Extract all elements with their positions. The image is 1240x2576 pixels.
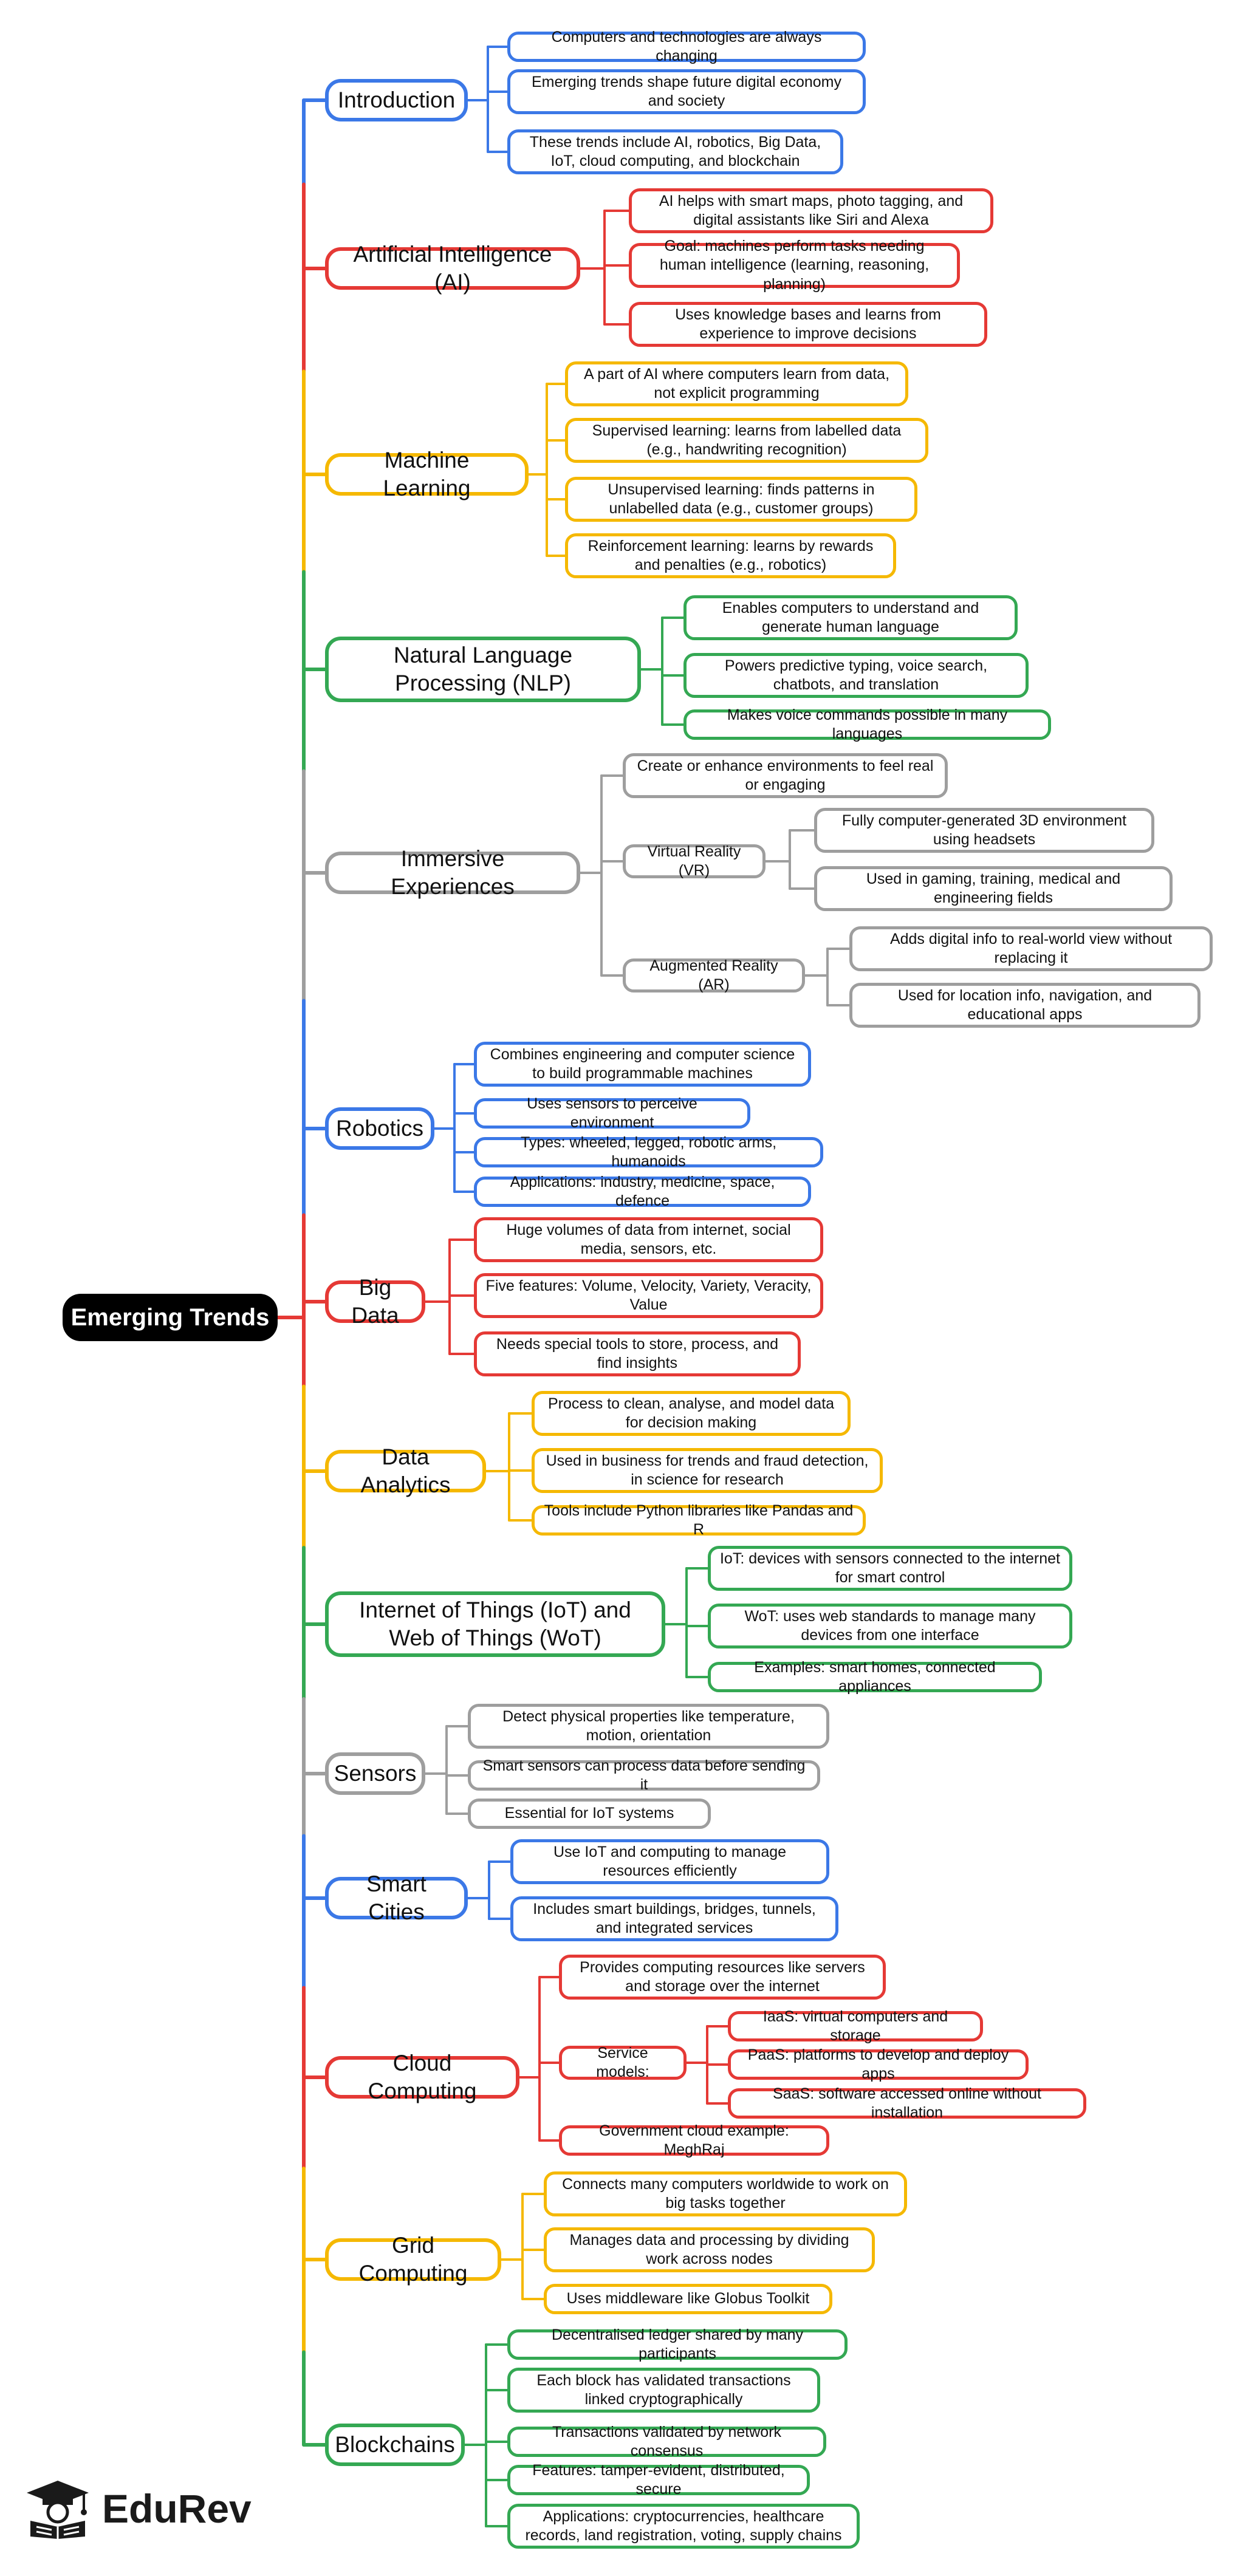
topic-node: Data Analytics <box>325 1444 486 1497</box>
subtopic-node: Emerging trends shape future digital eco… <box>507 69 866 114</box>
topic-node: Artificial Intelligence (AI) <box>325 242 580 295</box>
subtopic-node: Examples: smart homes, connected applian… <box>708 1659 1042 1695</box>
subtopic-node: A part of AI where computers learn from … <box>565 361 908 406</box>
subtopic-node: AI helps with smart maps, photo tagging,… <box>629 188 993 233</box>
topic-node: Cloud Computing <box>325 2051 519 2103</box>
subtopic-node: IoT: devices with sensors connected to t… <box>708 1546 1072 1591</box>
subtopic-node: Manages data and processing by dividing … <box>544 2227 875 2272</box>
root-node: Emerging Trends <box>63 1294 278 1341</box>
topic-node: Big Data <box>325 1275 425 1328</box>
detail-node: Adds digital info to real-world view wit… <box>849 926 1213 971</box>
subtopic-node: Reinforcement learning: learns by reward… <box>565 533 896 578</box>
topic-node: Smart Cities <box>325 1871 468 1924</box>
graduate-reading-icon <box>27 2481 89 2539</box>
subtopic-node: Includes smart buildings, bridges, tunne… <box>510 1896 838 1941</box>
subtopic-node: Smart sensors can process data before se… <box>468 1757 820 1793</box>
subtopic-node: Powers predictive typing, voice search, … <box>683 653 1029 698</box>
subtopic-node: Enables computers to understand and gene… <box>683 595 1018 640</box>
detail-node: Fully computer-generated 3D environment … <box>814 808 1154 853</box>
subtopic-node: Five features: Volume, Velocity, Variety… <box>474 1273 823 1318</box>
subtopic-node: Connects many computers worldwide to wor… <box>544 2171 907 2216</box>
subtopic-node: Computers and technologies are always ch… <box>507 29 866 64</box>
subtopic-node: Unsupervised learning: finds patterns in… <box>565 477 917 522</box>
subtopic-node: Uses knowledge bases and learns from exp… <box>629 302 987 347</box>
topic-node: Robotics <box>325 1107 434 1150</box>
topic-node: Natural Language Processing (NLP) <box>325 637 641 702</box>
topic-node: Grid Computing <box>325 2233 501 2286</box>
subtopic-node: Each block has validated transactions li… <box>507 2368 820 2413</box>
topic-node: Introduction <box>325 79 468 121</box>
edurev-logo: EduRev <box>24 2478 252 2539</box>
subtopic-node: Uses sensors to perceive environment <box>474 1095 750 1131</box>
subtopic-node: Huge volumes of data from internet, soci… <box>474 1217 823 1262</box>
detail-node: SaaS: software accessed online without i… <box>728 2085 1086 2121</box>
subtopic-node: Process to clean, analyse, and model dat… <box>532 1391 851 1436</box>
subtopic-node: Makes voice commands possible in many la… <box>683 706 1051 742</box>
topic-node: Immersive Experiences <box>325 846 580 899</box>
subtopic-node: Types: wheeled, legged, robotic arms, hu… <box>474 1134 823 1170</box>
subtopic-node: Detect physical properties like temperat… <box>468 1704 829 1749</box>
topic-node: Blockchains <box>325 2424 465 2466</box>
subtopic-node: WoT: uses web standards to manage many d… <box>708 1604 1072 1648</box>
subtopic-node: Create or enhance environments to feel r… <box>623 753 948 798</box>
subtopic-node: These trends include AI, robotics, Big D… <box>507 129 843 174</box>
subtopic-node: Features: tamper-evident, distributed, s… <box>507 2462 810 2498</box>
topic-node: Machine Learning <box>325 448 529 501</box>
subtopic-node: Goal: machines perform tasks needing hum… <box>629 237 960 293</box>
subtopic-node: Essential for IoT systems <box>468 1799 711 1829</box>
subtopic-node: Tools include Python libraries like Pand… <box>532 1502 866 1538</box>
subtopic-node: Applications: industry, medicine, space,… <box>474 1174 811 1209</box>
subtopic-node: Provides computing resources like server… <box>559 1955 886 2000</box>
detail-node: Used in gaming, training, medical and en… <box>814 866 1173 911</box>
detail-node: PaaS: platforms to develop and deploy ap… <box>728 2046 1029 2082</box>
subtopic-node: Combines engineering and computer scienc… <box>474 1042 811 1087</box>
subtopic-node: Government cloud example: MeghRaj <box>559 2122 829 2158</box>
topic-node: Sensors <box>325 1752 425 1795</box>
topic-node: Internet of Things (IoT) and Web of Thin… <box>325 1591 665 1657</box>
subtopic-node: Use IoT and computing to manage resource… <box>510 1839 829 1884</box>
subtopic-node: Uses middleware like Globus Toolkit <box>544 2284 832 2314</box>
subtopic-node: Used in business for trends and fraud de… <box>532 1448 883 1493</box>
subtopic-node: Service models: <box>559 2045 687 2080</box>
subtopic-node: Augmented Reality (AR) <box>623 957 805 993</box>
detail-node: IaaS: virtual computers and storage <box>728 2008 983 2044</box>
subtopic-node: Transactions validated by network consen… <box>507 2424 826 2459</box>
detail-node: Used for location info, navigation, and … <box>849 983 1201 1028</box>
subtopic-node: Needs special tools to store, process, a… <box>474 1331 801 1376</box>
subtopic-node: Virtual Reality (VR) <box>623 843 766 879</box>
logo-wordmark: EduRev <box>102 2486 252 2531</box>
subtopic-node: Applications: cryptocurrencies, healthca… <box>507 2504 860 2549</box>
subtopic-node: Decentralised ledger shared by many part… <box>507 2326 848 2362</box>
subtopic-node: Supervised learning: learns from labelle… <box>565 418 928 463</box>
